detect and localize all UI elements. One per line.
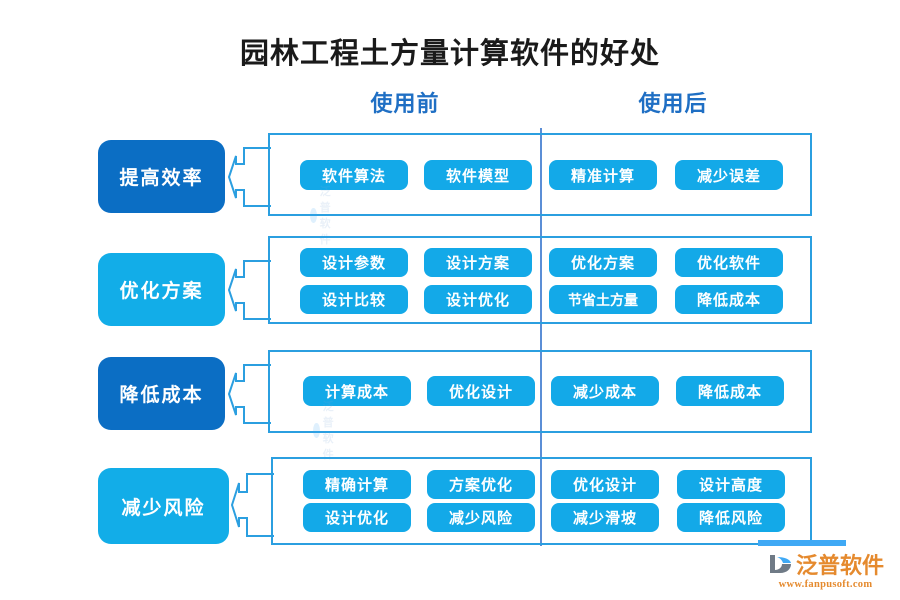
item-pill[interactable]: 设计优化 — [424, 285, 532, 314]
item-pill[interactable]: 方案优化 — [427, 470, 535, 499]
item-pill[interactable]: 节省土方量 — [549, 285, 657, 314]
item-pill[interactable]: 设计比较 — [300, 285, 408, 314]
item-pill[interactable]: 设计优化 — [303, 503, 411, 532]
logo-top-bar — [758, 540, 846, 546]
item-pill[interactable]: 精确计算 — [303, 470, 411, 499]
logo-url: www.fanpusoft.com — [778, 579, 873, 590]
item-pill[interactable]: 精准计算 — [549, 160, 657, 190]
brand-logo: 泛普软件 www.fanpusoft.com — [758, 548, 893, 592]
item-pill[interactable]: 优化设计 — [427, 376, 535, 406]
item-pill[interactable]: 减少成本 — [551, 376, 659, 406]
item-pill[interactable]: 计算成本 — [303, 376, 411, 406]
benefit-label-2[interactable]: 优化方案 — [98, 253, 225, 326]
item-pill[interactable]: 降低风险 — [677, 503, 785, 532]
arrow-connector-1 — [227, 146, 272, 208]
item-pill[interactable]: 设计参数 — [300, 248, 408, 277]
benefit-label-3[interactable]: 降低成本 — [98, 357, 225, 430]
item-pill[interactable]: 优化设计 — [551, 470, 659, 499]
item-pill[interactable]: 软件模型 — [424, 160, 532, 190]
item-pill[interactable]: 减少滑坡 — [551, 503, 659, 532]
page-title: 园林工程土方量计算软件的好处 — [239, 38, 660, 70]
benefit-label-4[interactable]: 减少风险 — [98, 468, 229, 544]
arrow-connector-2 — [227, 259, 272, 321]
item-pill[interactable]: 软件算法 — [300, 160, 408, 190]
arrow-connector-4 — [230, 472, 275, 538]
item-pill[interactable]: 设计高度 — [677, 470, 785, 499]
benefit-group-4 — [271, 457, 812, 545]
column-header-after: 使用后 — [638, 91, 708, 116]
logo-name: 泛普软件 — [795, 553, 884, 578]
fanpu-logo-icon — [767, 551, 793, 577]
benefit-group-1 — [268, 133, 812, 216]
column-header-before: 使用前 — [370, 91, 440, 116]
item-pill[interactable]: 优化软件 — [675, 248, 783, 277]
item-pill[interactable]: 降低成本 — [676, 376, 784, 406]
item-pill[interactable]: 减少风险 — [427, 503, 535, 532]
benefit-group-2 — [268, 236, 812, 324]
column-divider — [540, 128, 542, 546]
item-pill[interactable]: 减少误差 — [675, 160, 783, 190]
arrow-connector-3 — [227, 363, 272, 425]
logo-wordmark-row: 泛普软件 — [767, 548, 884, 580]
item-pill[interactable]: 优化方案 — [549, 248, 657, 277]
benefit-group-3 — [268, 350, 812, 433]
item-pill[interactable]: 设计方案 — [424, 248, 532, 277]
item-pill[interactable]: 降低成本 — [675, 285, 783, 314]
benefit-label-1[interactable]: 提高效率 — [98, 140, 225, 213]
